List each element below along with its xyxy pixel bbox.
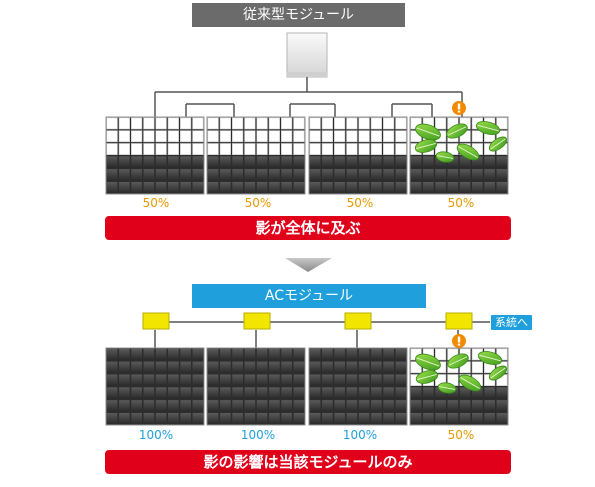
leaf-icon bbox=[488, 365, 508, 381]
top-solar-panel-1 bbox=[105, 116, 205, 195]
bottom-panel-2-output: 100% bbox=[240, 428, 276, 442]
leaf-icon-group bbox=[415, 351, 508, 394]
leaf-icon bbox=[488, 136, 508, 152]
top-panel-4-output: 50% bbox=[447, 196, 475, 210]
bottom-panel-1-output: 100% bbox=[138, 428, 174, 442]
ac-module-title: ACモジュール bbox=[192, 284, 426, 308]
ac-bus-wiring bbox=[154, 321, 490, 348]
micro-inverter-4 bbox=[445, 312, 473, 330]
leaf-icon bbox=[475, 121, 501, 135]
micro-inverter-connectors bbox=[142, 312, 473, 330]
top-panel-1-output: 50% bbox=[142, 196, 170, 210]
top-panel-3-output: 50% bbox=[346, 196, 374, 210]
bottom-panel-3-output: 100% bbox=[342, 428, 378, 442]
bottom-solar-panel-2 bbox=[206, 347, 306, 426]
string-wiring bbox=[154, 77, 463, 117]
micro-inverter-1 bbox=[142, 312, 170, 330]
leaf-icon bbox=[437, 382, 457, 394]
leaf-icon bbox=[458, 374, 482, 392]
shadow-affects-all-message: 影が全体に及ぶ bbox=[105, 216, 511, 240]
leaf-icon bbox=[414, 139, 438, 153]
leaf-icon bbox=[447, 353, 469, 369]
leaf-icon bbox=[446, 123, 468, 139]
top-solar-panel-3 bbox=[308, 116, 408, 195]
grid-connection-label: 系統へ bbox=[491, 315, 532, 330]
top-panel-2-output: 50% bbox=[244, 196, 272, 210]
bottom-panel-4-output: 50% bbox=[447, 428, 475, 442]
central-inverter-box bbox=[286, 32, 328, 78]
leaf-icon bbox=[435, 151, 455, 163]
bottom-solar-panel-1 bbox=[105, 347, 205, 426]
leaf-icon bbox=[456, 143, 480, 161]
shadow-affects-single-module-message: 影の影響は当該モジュールのみ bbox=[105, 450, 511, 474]
leaf-icon bbox=[415, 370, 439, 384]
bottom-solar-panel-3 bbox=[308, 347, 408, 426]
leaf-icon-group bbox=[414, 121, 508, 163]
top-solar-panel-2 bbox=[206, 116, 306, 195]
arrow-down-icon bbox=[285, 258, 332, 272]
micro-inverter-2 bbox=[243, 312, 271, 330]
micro-inverter-3 bbox=[344, 312, 372, 330]
conventional-module-title: 従来型モジュール bbox=[192, 3, 405, 27]
warning-icon bbox=[452, 334, 466, 348]
leaf-icon bbox=[415, 353, 441, 371]
warning-icon bbox=[452, 101, 466, 115]
leaf-icon bbox=[415, 123, 441, 141]
leaf-icon bbox=[477, 351, 503, 365]
